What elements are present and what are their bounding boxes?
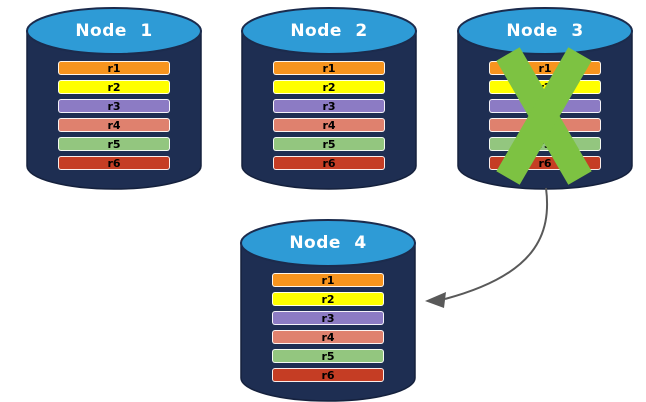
- row-r3: r3: [273, 99, 385, 113]
- node-title: Node 3: [506, 21, 584, 41]
- row-r5: r5: [58, 137, 170, 151]
- row-r5: r5: [273, 137, 385, 151]
- row-r4: r4: [58, 118, 170, 132]
- row-list: r1 r2 r3 r4 r5 r6: [58, 61, 170, 175]
- row-r1: r1: [489, 61, 601, 75]
- arrowhead-icon: [425, 292, 446, 308]
- cylinder-top-ellipse: [241, 7, 417, 55]
- row-r3: r3: [489, 99, 601, 113]
- cylinder-top-ellipse: [240, 219, 416, 267]
- row-r1: r1: [273, 61, 385, 75]
- node-title: Node 2: [290, 21, 368, 41]
- row-r6: r6: [272, 368, 384, 382]
- row-r6: r6: [489, 156, 601, 170]
- row-r5: r5: [489, 137, 601, 151]
- row-list: r1 r2 r3 r4 r5 r6: [273, 61, 385, 175]
- row-r2: r2: [58, 80, 170, 94]
- row-r5: r5: [272, 349, 384, 363]
- row-r4: r4: [489, 118, 601, 132]
- row-r4: r4: [272, 330, 384, 344]
- row-r6: r6: [58, 156, 170, 170]
- node-3: Node 3 r1 r2 r3 r4 r5 r6: [457, 7, 633, 190]
- node-1: Node 1 r1 r2 r3 r4 r5 r6: [26, 7, 202, 190]
- node-title: Node 1: [75, 21, 153, 41]
- replication-arrow: [425, 187, 549, 308]
- arrow-curve: [444, 187, 549, 300]
- row-r1: r1: [272, 273, 384, 287]
- node-title: Node 4: [289, 233, 367, 253]
- row-r2: r2: [489, 80, 601, 94]
- row-list: r1 r2 r3 r4 r5 r6: [272, 273, 384, 387]
- row-r6: r6: [273, 156, 385, 170]
- row-r3: r3: [272, 311, 384, 325]
- row-r3: r3: [58, 99, 170, 113]
- row-list: r1 r2 r3 r4 r5 r6: [489, 61, 601, 175]
- row-r2: r2: [272, 292, 384, 306]
- cylinder-top-ellipse: [26, 7, 202, 55]
- row-r4: r4: [273, 118, 385, 132]
- row-r1: r1: [58, 61, 170, 75]
- node-4: Node 4 r1 r2 r3 r4 r5 r6: [240, 219, 416, 402]
- row-r2: r2: [273, 80, 385, 94]
- node-2: Node 2 r1 r2 r3 r4 r5 r6: [241, 7, 417, 190]
